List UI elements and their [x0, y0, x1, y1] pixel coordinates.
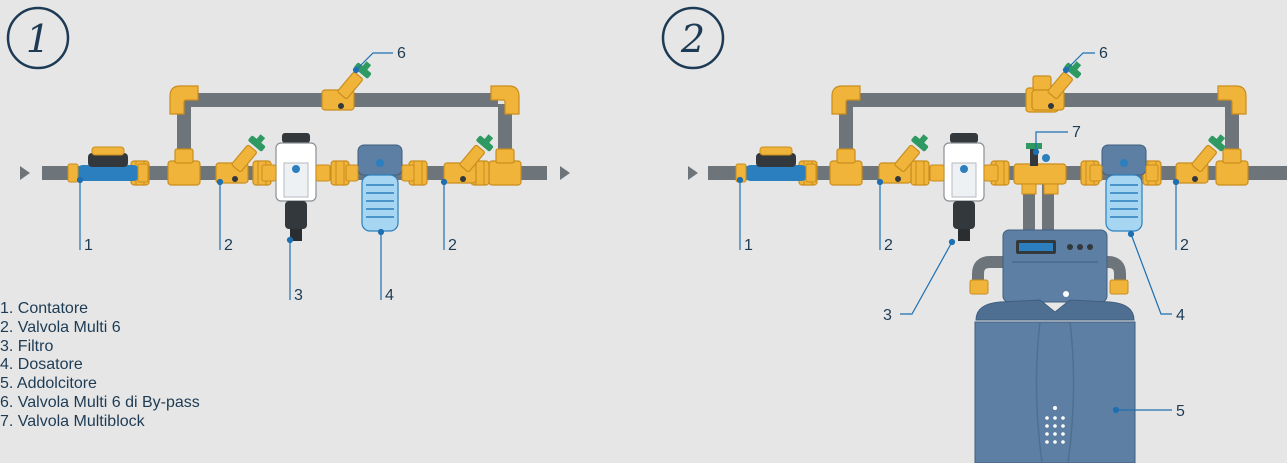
callout-3: 3: [883, 307, 892, 324]
dosing-unit-icon: [1089, 144, 1159, 232]
diagram-1: 1 2 2 3 4 6: [20, 45, 570, 304]
callout-4: 4: [385, 287, 394, 304]
legend-item-contatore: 1. Contatore: [0, 300, 89, 317]
callout-2: 2: [224, 237, 233, 254]
legend-item-filtro: 3. Filtro: [0, 337, 54, 355]
legend-item-dosatore: 4. Dosatore: [0, 356, 83, 374]
callout-2: 2: [448, 237, 457, 254]
legend-item-addolcitore: 5. Addolcitore: [0, 375, 97, 393]
callout-2: 2: [1180, 237, 1189, 254]
legend-item-valvola-multi-6: 2. Valvola Multi 6: [0, 318, 121, 336]
callout-1: 1: [84, 237, 93, 254]
callout-3: 3: [294, 287, 303, 304]
filter-icon: [929, 132, 999, 242]
callout-4: 4: [1176, 307, 1185, 324]
callout-7: 7: [1072, 124, 1081, 141]
svg-text:2: 2: [680, 17, 705, 61]
multiblock-valve-icon: [1013, 143, 1067, 195]
flow-arrow-icon: [560, 166, 570, 180]
callout-6: 6: [1099, 45, 1108, 62]
diagram-2-badge: 2: [661, 6, 725, 70]
flow-arrow-icon: [688, 166, 698, 180]
callout-6: 6: [397, 45, 406, 62]
svg-text:1: 1: [26, 17, 50, 61]
filter-icon: [261, 132, 331, 242]
diagram-1-badge: 1: [6, 6, 70, 70]
callout-2: 2: [884, 237, 893, 254]
legend-item-valvola-bypass: 6. Valvola Multi 6 di By-pass: [0, 393, 200, 411]
legend: 1. Contatore 2. Valvola Multi 6 3. Filtr…: [0, 300, 340, 432]
legend-item-valvola-multiblock: 7. Valvola Multiblock: [0, 412, 145, 430]
flow-arrow-icon: [20, 166, 30, 180]
softener-icon: [969, 229, 1136, 463]
callout-1: 1: [744, 237, 753, 254]
diagram-2: 1 2 2 3 4 5 6 7: [688, 45, 1287, 463]
callout-5: 5: [1176, 403, 1185, 420]
dosing-unit-icon: [345, 144, 415, 232]
